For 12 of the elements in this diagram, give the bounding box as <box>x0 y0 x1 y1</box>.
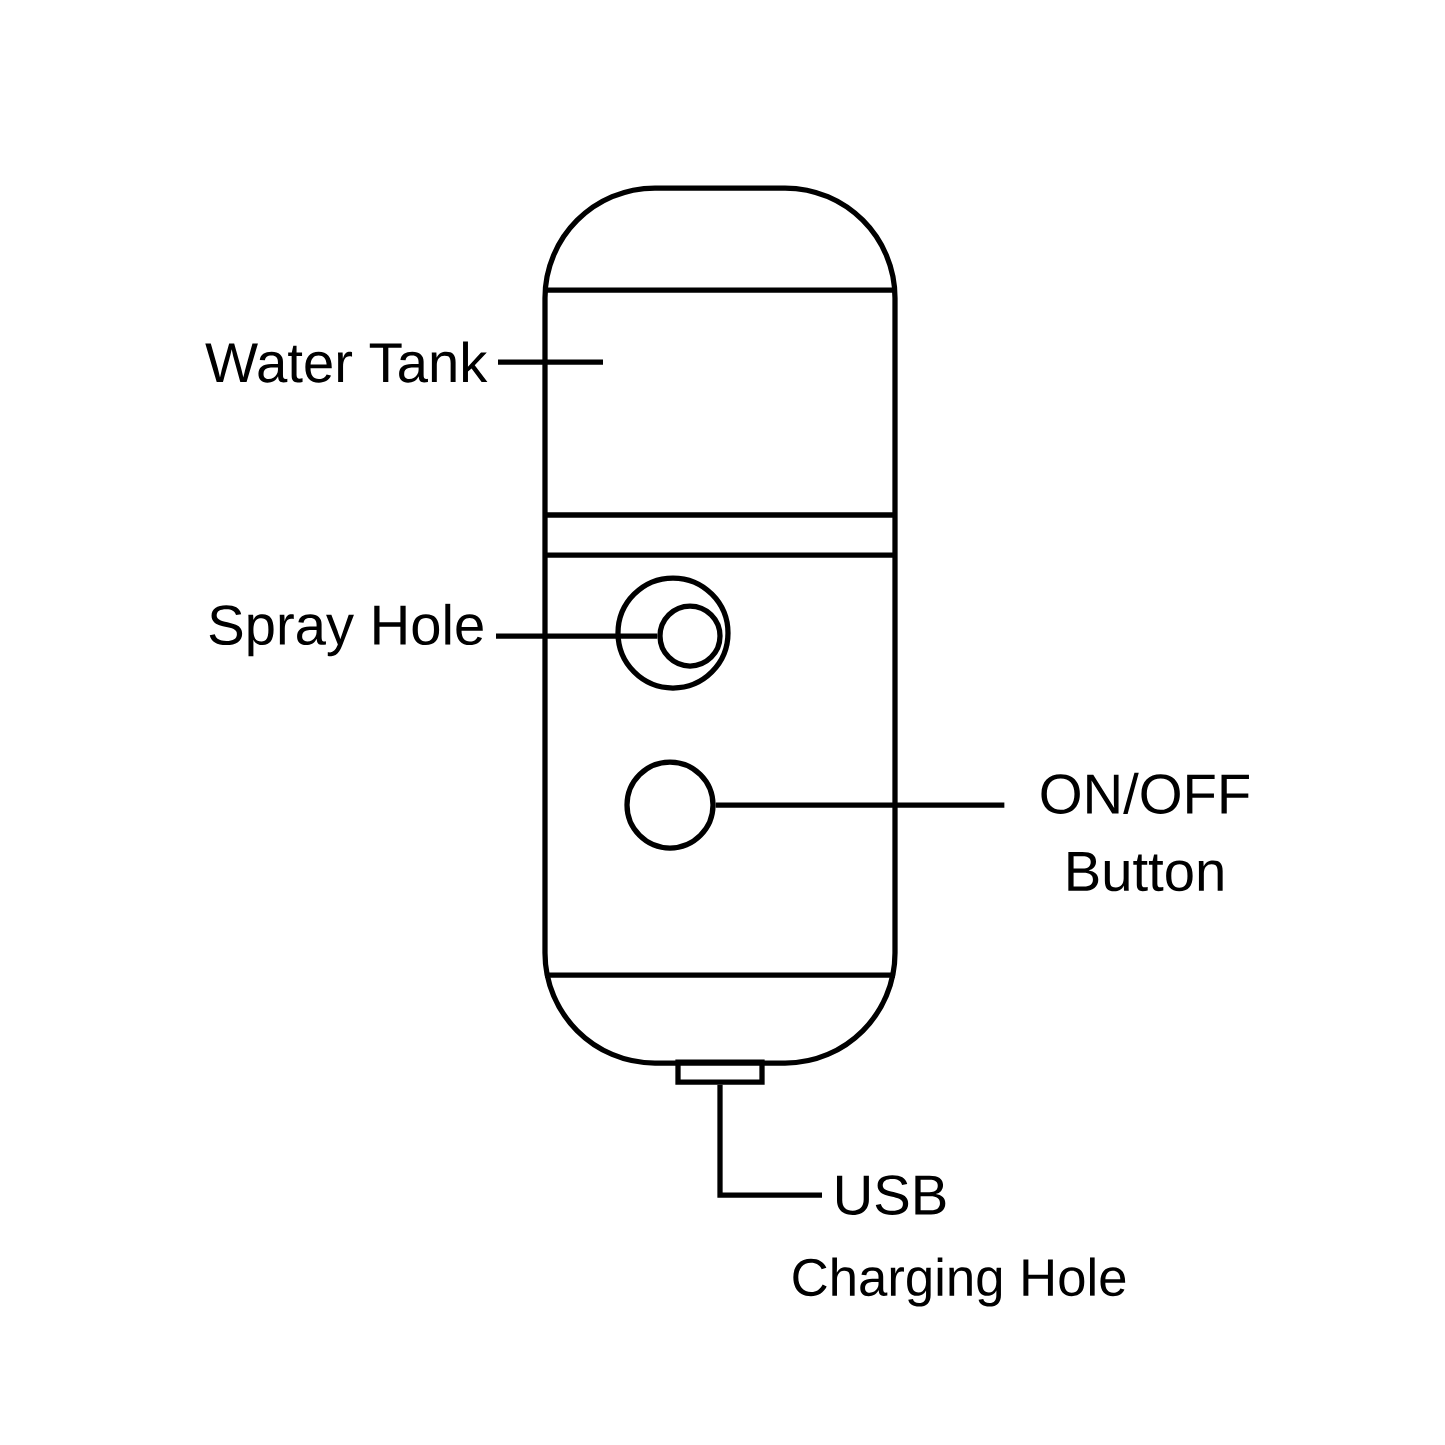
callout-label: Spray Hole <box>209 603 483 657</box>
power-button <box>624 759 716 851</box>
leader-line <box>715 802 1005 808</box>
leader-line <box>498 359 603 365</box>
leader-line <box>496 633 658 639</box>
callout-label: USB <box>837 1175 946 1215</box>
usb-port <box>675 1059 765 1085</box>
leader-line <box>717 1084 822 1198</box>
callout-label: Water Tank <box>205 341 488 383</box>
spray-hole <box>657 603 723 669</box>
callout-label: ON/OFF Button <box>1041 772 1249 892</box>
caption-text: Charging Hole <box>793 1257 1126 1307</box>
